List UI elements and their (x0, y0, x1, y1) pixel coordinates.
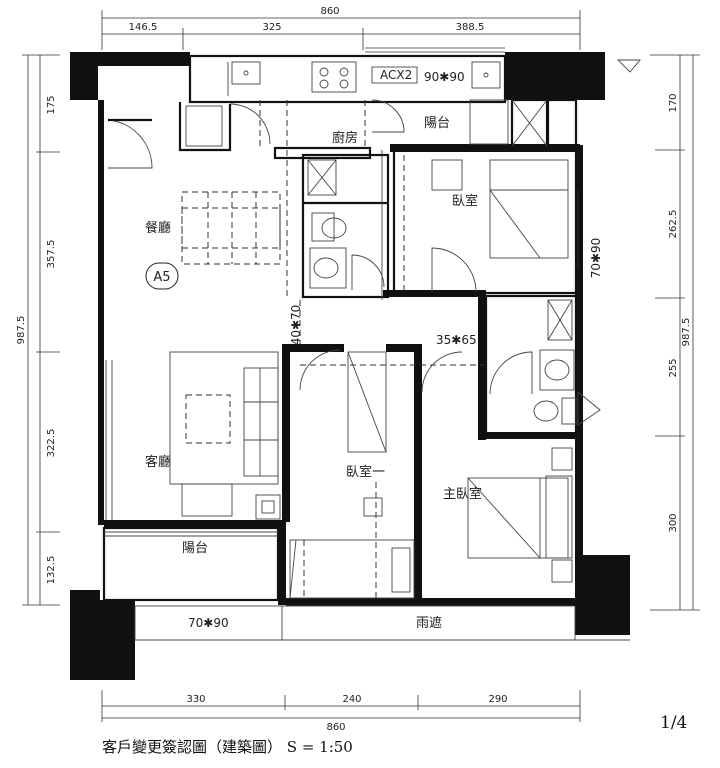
bed-top-icon (489, 159, 569, 259)
upper-bathroom (301, 150, 390, 300)
dim-top-seg-2: 325 (262, 22, 281, 33)
door-vert-label: 40✱70 (289, 305, 303, 346)
dining-table-outline (181, 191, 281, 265)
window-right-label: 70✱90 (589, 238, 603, 279)
room-living: 客廳 (145, 454, 171, 470)
acx-label: ACX2 (380, 68, 412, 82)
kitchen-band (178, 47, 641, 300)
dim-bottom-seg-3: 290 (488, 694, 507, 705)
left-dimension-lines (22, 54, 60, 606)
unit-tag-badge (145, 262, 179, 290)
dim-bottom-seg-2: 240 (342, 694, 361, 705)
washbasin-icon (309, 247, 347, 289)
dim-bottom-seg-1: 330 (186, 694, 205, 705)
bedroom-one (289, 351, 415, 599)
bed-one-icon (289, 539, 415, 599)
page-number: 1/4 (660, 713, 687, 733)
toilet-2-icon (561, 397, 577, 425)
dim-right-seg-4: 300 (668, 513, 679, 532)
outlet-icon (261, 500, 275, 514)
living-area (105, 351, 281, 520)
kitchen-door-swing (229, 103, 271, 145)
dim-right-seg-2: 262.5 (668, 210, 679, 239)
balcony-door-swing (371, 99, 405, 133)
room-bedroom-one: 臥室一 (346, 464, 385, 480)
dim-left-seg-1: 175 (46, 95, 57, 114)
acx-box (371, 66, 418, 84)
dim-left-seg-4: 132.5 (46, 556, 57, 585)
dim-bottom-total: 860 (326, 722, 345, 733)
dim-right-seg-3: 255 (668, 358, 679, 377)
canopy (134, 605, 630, 641)
window-top-label: 90✱90 (424, 70, 465, 84)
washbasin-2-icon (539, 349, 575, 391)
window-bottom-label: 70✱90 (188, 616, 229, 630)
room-master-bedroom: 主臥室 (443, 486, 482, 502)
master-bedroom (467, 447, 573, 583)
room-bedroom-top: 臥室 (452, 193, 478, 209)
unit-tag-label: A5 (153, 270, 170, 285)
bedroom-top-door-swing (431, 247, 477, 293)
dim-right-total: 987.5 (681, 318, 692, 347)
bottom-dimension-lines (101, 690, 581, 722)
coffee-table (185, 394, 231, 444)
corridor-door-swing (299, 349, 341, 391)
lower-bathroom (484, 294, 601, 438)
dining-area (107, 118, 281, 265)
lower-balcony (102, 526, 280, 602)
balcony-sink-icon (471, 61, 501, 89)
room-balcony-top: 陽台 (424, 116, 450, 131)
dim-top-seg-3: 388.5 (456, 22, 485, 33)
door-mid-label: 35✱65 (436, 333, 477, 347)
sofa-icon (243, 367, 279, 477)
room-dining: 餐廳 (145, 220, 171, 236)
room-balcony-bottom: 陽台 (182, 541, 208, 556)
right-dimension-lines (650, 54, 700, 611)
toilet-icon (311, 212, 335, 242)
dim-right-seg-1: 170 (668, 93, 679, 112)
kitchen-sink-icon (231, 61, 261, 85)
top-dimension-lines (101, 10, 581, 50)
tv-cabinet (181, 483, 233, 517)
chevron-down-icon (616, 59, 641, 73)
dim-left-seg-2: 357.5 (46, 240, 57, 269)
stove-icon (311, 61, 357, 93)
dim-top-total: 860 (320, 6, 339, 17)
corridor (299, 300, 485, 393)
room-canopy: 雨遮 (416, 615, 442, 631)
bedroom-one-door-swing (421, 351, 463, 393)
bath2-door-swing (489, 351, 533, 395)
bath-door-swing (351, 254, 385, 290)
dim-top-seg-1: 146.5 (129, 22, 158, 33)
wardrobe-one (347, 351, 387, 453)
room-kitchen: 廚房 (332, 130, 358, 146)
dim-left-seg-3: 322.5 (46, 429, 57, 458)
master-bed-icon (467, 477, 569, 559)
entry-door-swing (107, 119, 153, 169)
drawing-caption: 客戶變更簽認圖（建築圖） S = 1:50 (102, 738, 353, 756)
bedroom-top (392, 148, 579, 295)
dim-left-total: 987.5 (16, 316, 27, 345)
